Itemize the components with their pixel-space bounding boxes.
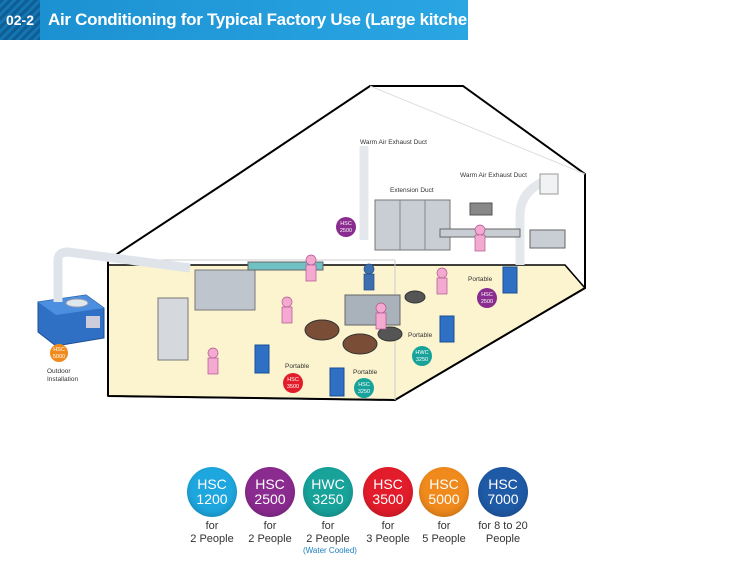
- section-header: 02-2 Air Conditioning for Typical Factor…: [0, 0, 483, 40]
- portable-label: Portable: [468, 276, 493, 283]
- svg-text:3250: 3250: [358, 389, 370, 395]
- portable-unit: [329, 367, 345, 397]
- svg-text:HSC: HSC: [340, 221, 352, 227]
- portable-label: Portable: [408, 332, 433, 339]
- svg-text:HSC: HSC: [53, 347, 65, 353]
- badge-hwc-3250: HWC 3250: [412, 346, 432, 366]
- kitchen-illustration: Warm Air Exhaust Duct Extension Duct War…: [37, 85, 587, 402]
- portable-unit: [254, 344, 270, 374]
- svg-text:HSC: HSC: [358, 382, 370, 388]
- section-title: Air Conditioning for Typical Factory Use…: [48, 10, 483, 29]
- badge-hsc-3250: HSC 3250: [354, 378, 374, 398]
- badge-hsc-5000: HSC 5000: [50, 344, 68, 362]
- warm-air-exhaust-duct-label-2: Warm Air Exhaust Duct: [460, 172, 527, 179]
- water-cooled-note: (Water Cooled): [303, 546, 357, 555]
- svg-text:HSC: HSC: [481, 292, 493, 298]
- outdoor-unit: [37, 294, 105, 347]
- workers: [207, 224, 486, 375]
- extension-duct-cabinet: [374, 199, 451, 251]
- outdoor-installation-label-2: Installation: [47, 376, 78, 383]
- outdoor-installation-label: Outdoor: [47, 368, 71, 375]
- badge-hsc-2500: HSC 2500: [477, 288, 497, 308]
- svg-text:5000: 5000: [53, 354, 65, 360]
- svg-text:3500: 3500: [287, 384, 299, 390]
- svg-text:HSC: HSC: [287, 377, 299, 383]
- portable-label: Portable: [285, 363, 310, 370]
- svg-text:2500: 2500: [481, 299, 493, 305]
- outdoor-duct: [53, 247, 191, 302]
- svg-text:2500: 2500: [340, 228, 352, 234]
- portable-unit: [439, 315, 455, 343]
- portable-label: Portable: [353, 369, 378, 376]
- warm-air-exhaust-duct-label: Warm Air Exhaust Duct: [360, 139, 427, 146]
- badge-hsc-2500: HSC 2500: [336, 217, 356, 237]
- badge-hsc-3500: HSC 3500: [283, 373, 303, 393]
- building-outline: [107, 85, 586, 402]
- extension-duct-label: Extension Duct: [390, 187, 434, 194]
- section-number: 02-2: [0, 0, 40, 40]
- svg-text:3250: 3250: [416, 357, 428, 363]
- portable-unit: [502, 266, 518, 294]
- svg-text:HWC: HWC: [415, 350, 428, 356]
